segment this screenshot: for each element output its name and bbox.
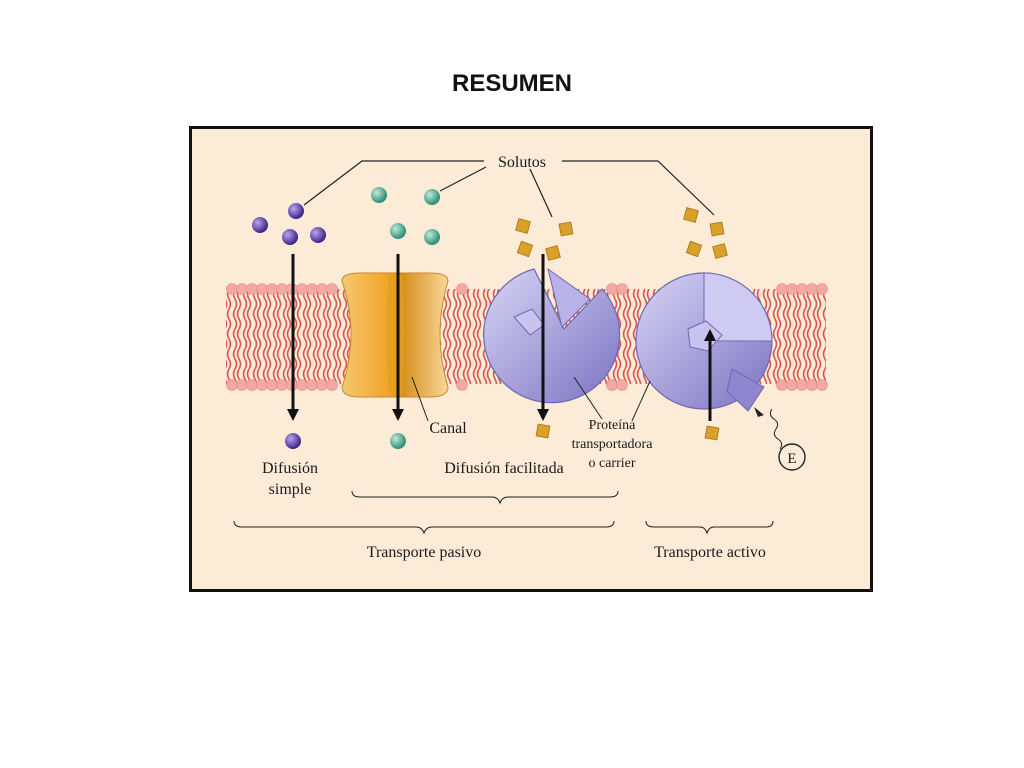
passive-bracket — [233, 520, 615, 535]
energy-circle — [778, 443, 806, 471]
solutes-channel — [371, 187, 440, 449]
lipid-head — [296, 379, 308, 391]
lipid-head — [776, 283, 788, 295]
carrier-protein-active — [635, 272, 773, 412]
diagram-canvas: Solutos Canal Proteína transportadora o … — [226, 154, 828, 561]
energy-squiggle — [769, 408, 783, 450]
solute-teal — [390, 433, 406, 449]
lipid-head — [806, 379, 818, 391]
lipid-head — [236, 283, 248, 295]
lipid-head — [256, 283, 268, 295]
lipid-head — [276, 379, 288, 391]
lipid-head — [316, 283, 328, 295]
active-transport-label: Transporte activo — [654, 544, 766, 561]
solute-purple — [288, 203, 304, 219]
transport-arrows — [287, 254, 716, 421]
lipid-head — [786, 379, 798, 391]
lipid-heads-bottom — [226, 379, 828, 391]
lipid-head — [226, 379, 238, 391]
lipid-head — [606, 283, 618, 295]
brackets — [233, 490, 774, 535]
lipid-head — [236, 379, 248, 391]
solutes-label: Solutos — [498, 154, 546, 171]
solutes-leader-lines — [303, 160, 715, 218]
lipid-head — [256, 379, 268, 391]
solute-purple — [310, 227, 326, 243]
facilitated-bracket — [351, 490, 619, 505]
lipid-head — [816, 283, 828, 295]
solute-purple — [252, 217, 268, 233]
carrier-label-line3: o carrier — [588, 456, 635, 471]
lipid-head — [456, 379, 468, 391]
lipid-head — [786, 283, 798, 295]
energy-arrowhead — [754, 407, 764, 417]
label-leader-lines — [411, 376, 651, 422]
solute-teal — [424, 189, 440, 205]
carrier-label-line1: Proteína — [589, 418, 636, 433]
lipid-head — [266, 283, 278, 295]
active-bracket — [645, 520, 774, 535]
lipid-head — [326, 283, 338, 295]
lipid-head — [266, 379, 278, 391]
simple-diffusion-label-line1: Difusión — [262, 460, 318, 477]
membrane-transport-diagram: Solutos Canal Proteína transportadora o … — [189, 126, 873, 592]
lipid-head — [456, 283, 468, 295]
solute-teal — [371, 187, 387, 203]
lipid-head — [226, 283, 238, 295]
solute-purple — [285, 433, 301, 449]
lipid-head — [306, 379, 318, 391]
lipid-head — [246, 283, 258, 295]
channel-label: Canal — [429, 420, 467, 437]
energy-label: E — [787, 451, 796, 467]
lipid-head — [306, 283, 318, 295]
lipid-head — [296, 283, 308, 295]
solute-purple — [282, 229, 298, 245]
lipid-head — [276, 283, 288, 295]
lipid-heads-top — [226, 283, 828, 295]
lipid-head — [806, 283, 818, 295]
solutes-simple — [252, 203, 326, 449]
facilitated-diffusion-label: Difusión facilitada — [444, 460, 564, 477]
lipid-head — [616, 283, 628, 295]
lipid-head — [326, 379, 338, 391]
slide-title: RESUMEN — [451, 70, 572, 97]
lipid-head — [246, 379, 258, 391]
carrier-label-line2: transportadora — [572, 437, 654, 452]
solute-teal — [390, 223, 406, 239]
lipid-head — [816, 379, 828, 391]
lipid-head — [616, 379, 628, 391]
channel-protein — [341, 272, 449, 398]
lipid-head — [796, 283, 808, 295]
solutes-carrier — [515, 207, 728, 441]
simple-diffusion-label-line2: simple — [269, 481, 312, 498]
lipid-head — [776, 379, 788, 391]
lipid-head — [316, 379, 328, 391]
lipid-head — [606, 379, 618, 391]
solute-teal — [424, 229, 440, 245]
passive-transport-label: Transporte pasivo — [367, 544, 482, 561]
lipid-head — [796, 379, 808, 391]
